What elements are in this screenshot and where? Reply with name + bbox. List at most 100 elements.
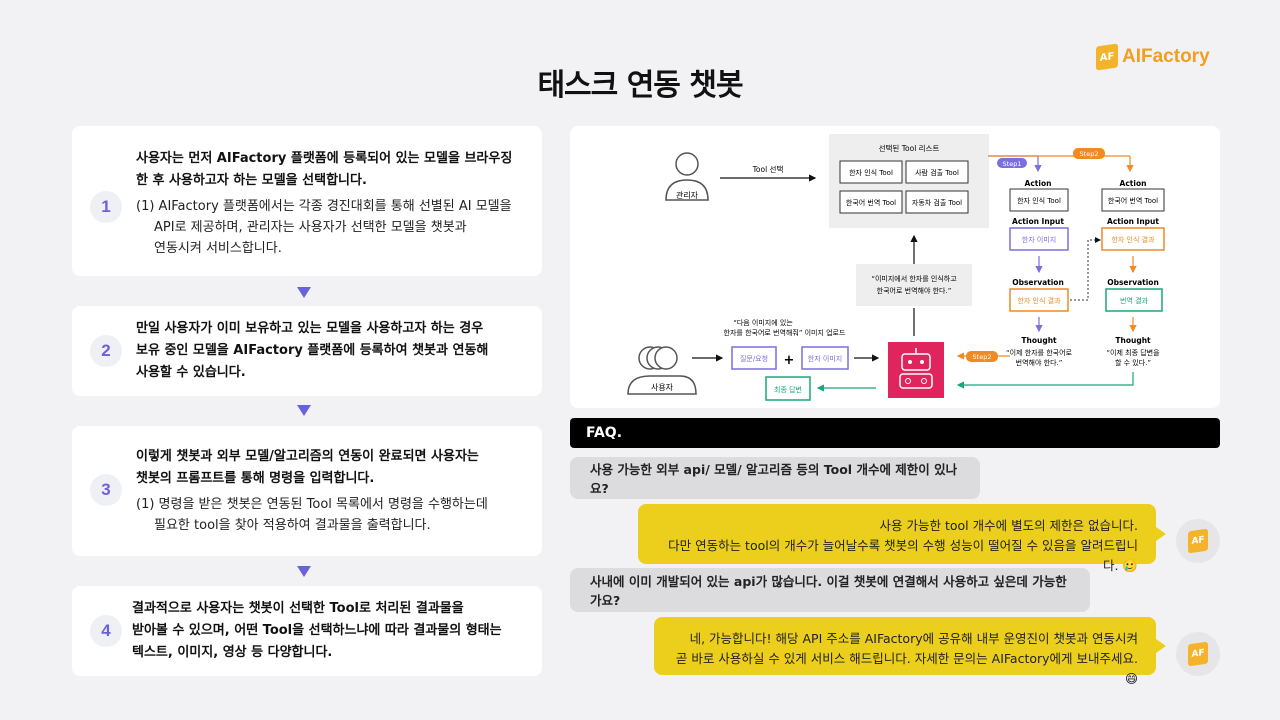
tool-item-label: 한국어 번역 Tool — [846, 198, 896, 207]
thought-text: 할 수 있다.” — [1115, 358, 1151, 367]
thought-text: “이제 최종 답변을 — [1106, 348, 1160, 357]
step1-badge — [997, 158, 1027, 168]
action-input-label: 한자 이미지 — [1022, 235, 1056, 244]
bot-avatar: AF — [1176, 632, 1220, 676]
thought-text: 번역해야 한다.” — [1016, 358, 1063, 367]
workflow-diagram: 관리자 Tool 선택 선택된 Tool 리스트 한자 인식 Tool 사람 검… — [570, 126, 1220, 408]
action-tool-node — [1101, 188, 1165, 212]
faq-answer: 네, 가능합니다! 해당 API 주소를 AIFactory에 공유해 내부 운… — [654, 617, 1166, 686]
cube-logo-icon: AF — [1188, 641, 1208, 667]
tool-item — [905, 190, 969, 214]
hanja-image-label: 한자 이미지 — [808, 354, 842, 363]
action-heading: Action — [1120, 179, 1147, 188]
step-subtext: (1) 명령을 받은 챗봇은 연동된 Tool 목록에서 명령을 수행하는데 — [136, 497, 488, 512]
observation-heading: Observation — [1107, 278, 1159, 287]
step-subtext: API로 제공하며, 관리자는 사용자가 선택한 모델을 챗봇과 — [154, 220, 467, 235]
step-text: 받아볼 수 있으며, 어떤 Tool을 선택하느냐에 따라 결과물의 형태는 — [132, 623, 502, 638]
step-subtext: (1) AIFactory 플랫폼에서는 각종 경진대회를 통해 선별된 AI … — [136, 199, 512, 214]
question-label: 질문/요청 — [740, 355, 768, 363]
plus-sign: + — [784, 353, 795, 368]
bot-avatar: AF — [1176, 519, 1220, 563]
user-quote: 한자를 한국어로 번역해줘” — [724, 328, 803, 337]
faq-answer-text: 다만 연동하는 tool의 개수가 늘어날수록 챗봇의 수행 성능이 떨어질 수… — [668, 538, 1138, 573]
tool-item-label: 한자 인식 Tool — [849, 168, 893, 177]
observation-node — [1105, 288, 1163, 312]
faq-question-text: 사내에 이미 개발되어 있는 api가 많습니다. 이걸 챗봇에 연결해서 사용… — [590, 574, 1067, 608]
cube-logo-icon: AF — [1188, 528, 1208, 554]
step-text: 사용자는 먼저 AIFactory 플랫폼에 등록되어 있는 모델을 브라우징 — [136, 151, 513, 166]
faq-answer-text: 네, 가능합니다! 해당 API 주소를 AIFactory에 공유해 내부 운… — [689, 631, 1138, 646]
down-arrow-icon — [297, 287, 311, 298]
tool-item — [839, 160, 903, 184]
user-quote: “다음 이미지에 있는 — [733, 318, 793, 327]
admin-label: 관리자 — [676, 190, 699, 200]
step-text: 이렇게 챗봇과 외부 모델/알고리즘의 연동이 완료되면 사용자는 — [136, 449, 479, 464]
faq-header: FAQ. — [570, 418, 1220, 448]
faq-answer-text: 사용 가능한 tool 개수에 별도의 제한은 없습니다. — [879, 518, 1138, 533]
step-number: 3 — [90, 474, 122, 506]
step-text: 사용할 수 있습니다. — [136, 365, 246, 380]
step-text: 한 후 사용하고자 하는 모델을 선택합니다. — [136, 173, 367, 188]
step-card-2: 2 만일 사용자가 이미 보유하고 있는 모델을 사용하고자 하는 경우 보유 … — [72, 306, 542, 396]
faq-answer: 사용 가능한 tool 개수에 별도의 제한은 없습니다. 다만 연동하는 to… — [638, 504, 1166, 573]
step2-badge — [966, 351, 998, 362]
action-input-heading: Action Input — [1107, 217, 1159, 226]
tool-list-title: 선택된 Tool 리스트 — [879, 143, 940, 153]
tool-select-label: Tool 선택 — [752, 164, 784, 174]
tool-item — [905, 160, 969, 184]
step-number: 4 — [90, 615, 122, 647]
step-subtext: 필요한 tool을 찾아 적용하여 결과물을 출력합니다. — [154, 518, 431, 533]
step-text: 챗봇의 프롬프트를 통해 명령을 입력합니다. — [136, 471, 375, 486]
page-title: 태스크 연동 챗봇 — [537, 68, 743, 103]
step-number: 1 — [90, 191, 122, 223]
step-card-1: 1 사용자는 먼저 AIFactory 플랫폼에 등록되어 있는 모델을 브라우… — [72, 126, 542, 276]
action-tool-node — [1009, 188, 1069, 212]
step-text: 보유 중인 모델을 AIFactory 플랫폼에 등록하여 챗봇과 연동해 — [136, 343, 489, 358]
faq-question-text: 사용 가능한 외부 api/ 모델/ 알고리즘 등의 Tool 개수에 제한이 … — [590, 462, 958, 496]
instruction-text: 한국어로 번역해야 한다.” — [877, 286, 952, 295]
faq-answer-text: 곧 바로 사용하실 수 있게 서비스 해드립니다. 자세한 문의는 AIFact… — [675, 651, 1138, 686]
step-card-4: 4 결과적으로 사용자는 챗봇이 선택한 Tool로 처리된 결과물을 받아볼 … — [72, 586, 542, 676]
tool-item-label: 자동차 검출 Tool — [912, 198, 962, 207]
action-input-node — [1009, 227, 1069, 251]
chatbot-robot-icon — [888, 342, 944, 398]
cube-logo-icon: AF — [1096, 43, 1118, 71]
final-answer-label: 최종 답변 — [774, 385, 802, 394]
step-subtext: 연동시켜 서비스합니다. — [154, 241, 282, 256]
step1-label: Step1 — [1003, 160, 1022, 168]
user-label: 사용자 — [651, 383, 674, 392]
thought-heading: Thought — [1021, 336, 1057, 345]
question-node — [731, 346, 777, 370]
action-input-heading: Action Input — [1012, 217, 1064, 226]
step-card-3: 3 이렇게 챗봇과 외부 모델/알고리즘의 연동이 완료되면 사용자는 챗봇의 … — [72, 426, 542, 556]
tool-item-label: 사람 검출 Tool — [915, 168, 959, 177]
user-group-icon — [627, 346, 697, 395]
final-answer-node — [765, 376, 811, 401]
instruction-text: “이미지에서 한자를 인식하고 — [871, 274, 957, 283]
brand-logo: AF AIFactory — [1096, 43, 1210, 71]
step2-label: Step2 — [973, 353, 992, 361]
observation-node — [1009, 288, 1069, 312]
step-text: 텍스트, 이미지, 영상 등 다양합니다. — [132, 645, 333, 660]
action-tool-label: 한자 인식 Tool — [1017, 196, 1061, 205]
step2-label: Step2 — [1080, 150, 1099, 158]
action-input-label: 한자 인식 결과 — [1111, 235, 1155, 244]
step-number: 2 — [90, 335, 122, 367]
step-text: 결과적으로 사용자는 챗봇이 선택한 Tool로 처리된 결과물을 — [132, 601, 464, 616]
action-input-node — [1101, 227, 1165, 251]
action-tool-label: 한국어 번역 Tool — [1108, 196, 1158, 205]
observation-label: 한자 인식 결과 — [1017, 296, 1061, 305]
down-arrow-icon — [297, 566, 311, 577]
logo-text: AIFactory — [1122, 46, 1210, 67]
observation-heading: Observation — [1012, 278, 1064, 287]
instruction-box — [856, 264, 972, 306]
faq-question: 사용 가능한 외부 api/ 모델/ 알고리즘 등의 Tool 개수에 제한이 … — [570, 457, 980, 499]
admin-person-icon — [665, 152, 709, 201]
thought-text: “이제 한자를 한국어로 — [1006, 348, 1073, 357]
down-arrow-icon — [297, 405, 311, 416]
thought-heading: Thought — [1115, 336, 1151, 345]
faq-question: 사내에 이미 개발되어 있는 api가 많습니다. 이걸 챗봇에 연결해서 사용… — [570, 568, 1090, 612]
action-heading: Action — [1025, 179, 1052, 188]
step-text: 만일 사용자가 이미 보유하고 있는 모델을 사용하고자 하는 경우 — [136, 321, 484, 336]
image-upload-label: 이미지 업로드 — [805, 328, 846, 337]
